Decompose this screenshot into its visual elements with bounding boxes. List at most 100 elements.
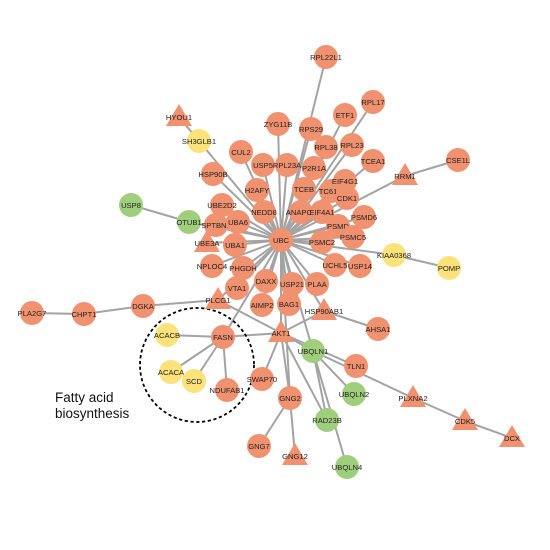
node-dcx[interactable]: DCX [499,425,525,447]
node-rpl23a[interactable]: RPL23A [273,153,302,177]
node-circle-shape [299,117,323,141]
node-uba1[interactable]: UBA1 [223,233,247,257]
node-uba6[interactable]: UBA6 [226,210,250,234]
node-nploc4[interactable]: NPLOC4 [197,254,227,278]
node-circle-shape [342,382,366,406]
node-ube2d2[interactable]: UBE2D2 [207,193,237,217]
node-acacb[interactable]: ACACB [154,323,180,347]
edge-ubc-zyg11b [277,123,282,241]
node-rpl17[interactable]: RPL17 [361,90,385,114]
node-label: VTA1 [228,284,246,293]
node-psmc5[interactable]: PSMC5 [340,225,366,249]
node-akt1[interactable]: AKT1 [268,320,294,342]
node-circle-shape [252,200,276,224]
node-usp5[interactable]: USP5 [251,153,275,177]
node-circle-shape [310,200,334,224]
fatty-acid-region-outline [139,307,255,423]
node-gng7[interactable]: GNG7 [247,434,271,458]
edge-ubc-hsp90b [212,173,282,241]
node-cdk1[interactable]: CDK1 [335,186,359,210]
node-triangle-shape [205,287,231,309]
node-ubqln2[interactable]: UBQLN2 [339,382,369,406]
node-plxna2[interactable]: PLXNA2 [398,385,428,407]
node-cdk5[interactable]: CDK5 [452,408,478,430]
node-hsp90ab1[interactable]: HSP90AB1 [305,298,343,320]
node-cul2[interactable]: CUL2 [229,140,253,164]
node-ubc[interactable]: UBC [269,228,293,252]
node-sptbn1[interactable]: SPTBN1 [201,213,231,237]
node-chpt1[interactable]: CHPT1 [72,302,97,326]
node-rpl23[interactable]: RPL23 [340,133,364,157]
node-eif4a1[interactable]: EIF4A1 [309,200,335,224]
node-circle-shape [229,140,253,164]
node-hyou1[interactable]: HYOU1 [166,104,192,126]
node-pla2g7[interactable]: PLA2G7 [18,301,47,325]
node-label: USP21 [280,280,304,289]
node-label: RPL38 [314,143,337,152]
node-kiaa0368[interactable]: KIAA0368 [377,243,411,267]
node-hsp90b[interactable]: HSP90B [198,162,228,186]
node-label: SWAP70 [247,375,278,384]
node-tceb[interactable]: TCEB [292,177,316,201]
node-label: USP8 [121,201,141,210]
node-rpl22l1[interactable]: RPL22L1 [310,45,342,69]
node-circle-shape [254,269,278,293]
node-usp8[interactable]: USP8 [119,193,143,217]
node-label: CHPT1 [72,310,97,319]
edge-ubc-gng2 [280,239,291,399]
node-rpl38[interactable]: RPL38 [314,135,338,159]
node-label: TC61G [319,187,344,196]
node-label: UBQLN1 [298,347,328,356]
node-label: AHSA1 [366,325,391,334]
node-tcea1[interactable]: TCEA1 [361,149,385,173]
node-ndufab1[interactable]: NDUFAB1 [209,378,245,402]
node-acaca[interactable]: ACACA [158,360,185,384]
node-ube3a[interactable]: UBE3A [194,230,220,252]
node-nedd8[interactable]: NEDD8 [251,200,277,224]
node-label: GNG12 [282,452,308,461]
node-bag1[interactable]: BAG1 [277,292,301,316]
node-sh3glb1[interactable]: SH3GLB1 [182,129,216,153]
node-cse1l[interactable]: CSE1L [446,148,470,172]
node-psmc2[interactable]: PSMC2 [309,230,335,254]
node-gng12[interactable]: GNG12 [282,443,308,465]
node-circle-shape [251,153,275,177]
node-usp21[interactable]: USP21 [280,272,304,296]
node-plaa[interactable]: PLAA [305,272,329,296]
node-circle-shape [340,133,364,157]
node-zyg11b[interactable]: ZYG11B [264,112,293,136]
node-rad23b[interactable]: RAD23B [312,408,342,432]
node-daxx[interactable]: DAXX [254,269,278,293]
node-plcg1[interactable]: PLCG1 [205,287,231,309]
node-scd[interactable]: SCD [182,369,206,393]
node-rps29[interactable]: RPS29 [299,117,323,141]
node-ahsa1[interactable]: AHSA1 [366,317,391,341]
node-anapc4[interactable]: ANAPC4 [286,200,316,224]
node-label: BAG1 [279,300,299,309]
node-uchl5[interactable]: UCHL5 [323,253,348,277]
node-aimp2[interactable]: AIMP2 [250,293,274,317]
node-vta1[interactable]: VTA1 [225,276,249,300]
node-pomp[interactable]: POMP [437,256,461,280]
node-psmd6[interactable]: PSMD6 [351,205,377,229]
node-ubqln1[interactable]: UBQLN1 [298,339,328,363]
node-phgdh[interactable]: PHGDH [229,256,257,280]
node-otub1[interactable]: OTUB1 [176,210,202,234]
node-circle-shape [245,178,269,202]
node-ubqln4[interactable]: UBQLN4 [332,455,362,479]
node-etf1[interactable]: ETF1 [333,103,357,127]
node-label: PLA2G7 [18,309,47,318]
node-p2r1a[interactable]: P2R1A [302,156,327,180]
node-label: UBA1 [225,241,245,250]
node-label: RPL22L1 [310,53,342,62]
node-usp14[interactable]: USP14 [348,254,372,278]
node-dgka[interactable]: DGKA [131,294,155,318]
node-h2afy[interactable]: H2AFY [245,178,269,202]
node-gng2[interactable]: GNG2 [278,386,302,410]
node-rrm1[interactable]: RRM1 [392,163,418,185]
node-label: NEDD8 [251,208,277,217]
node-swap70[interactable]: SWAP70 [247,367,278,391]
node-fasn[interactable]: FASN [211,325,235,349]
node-tln1[interactable]: TLN1 [344,354,368,378]
